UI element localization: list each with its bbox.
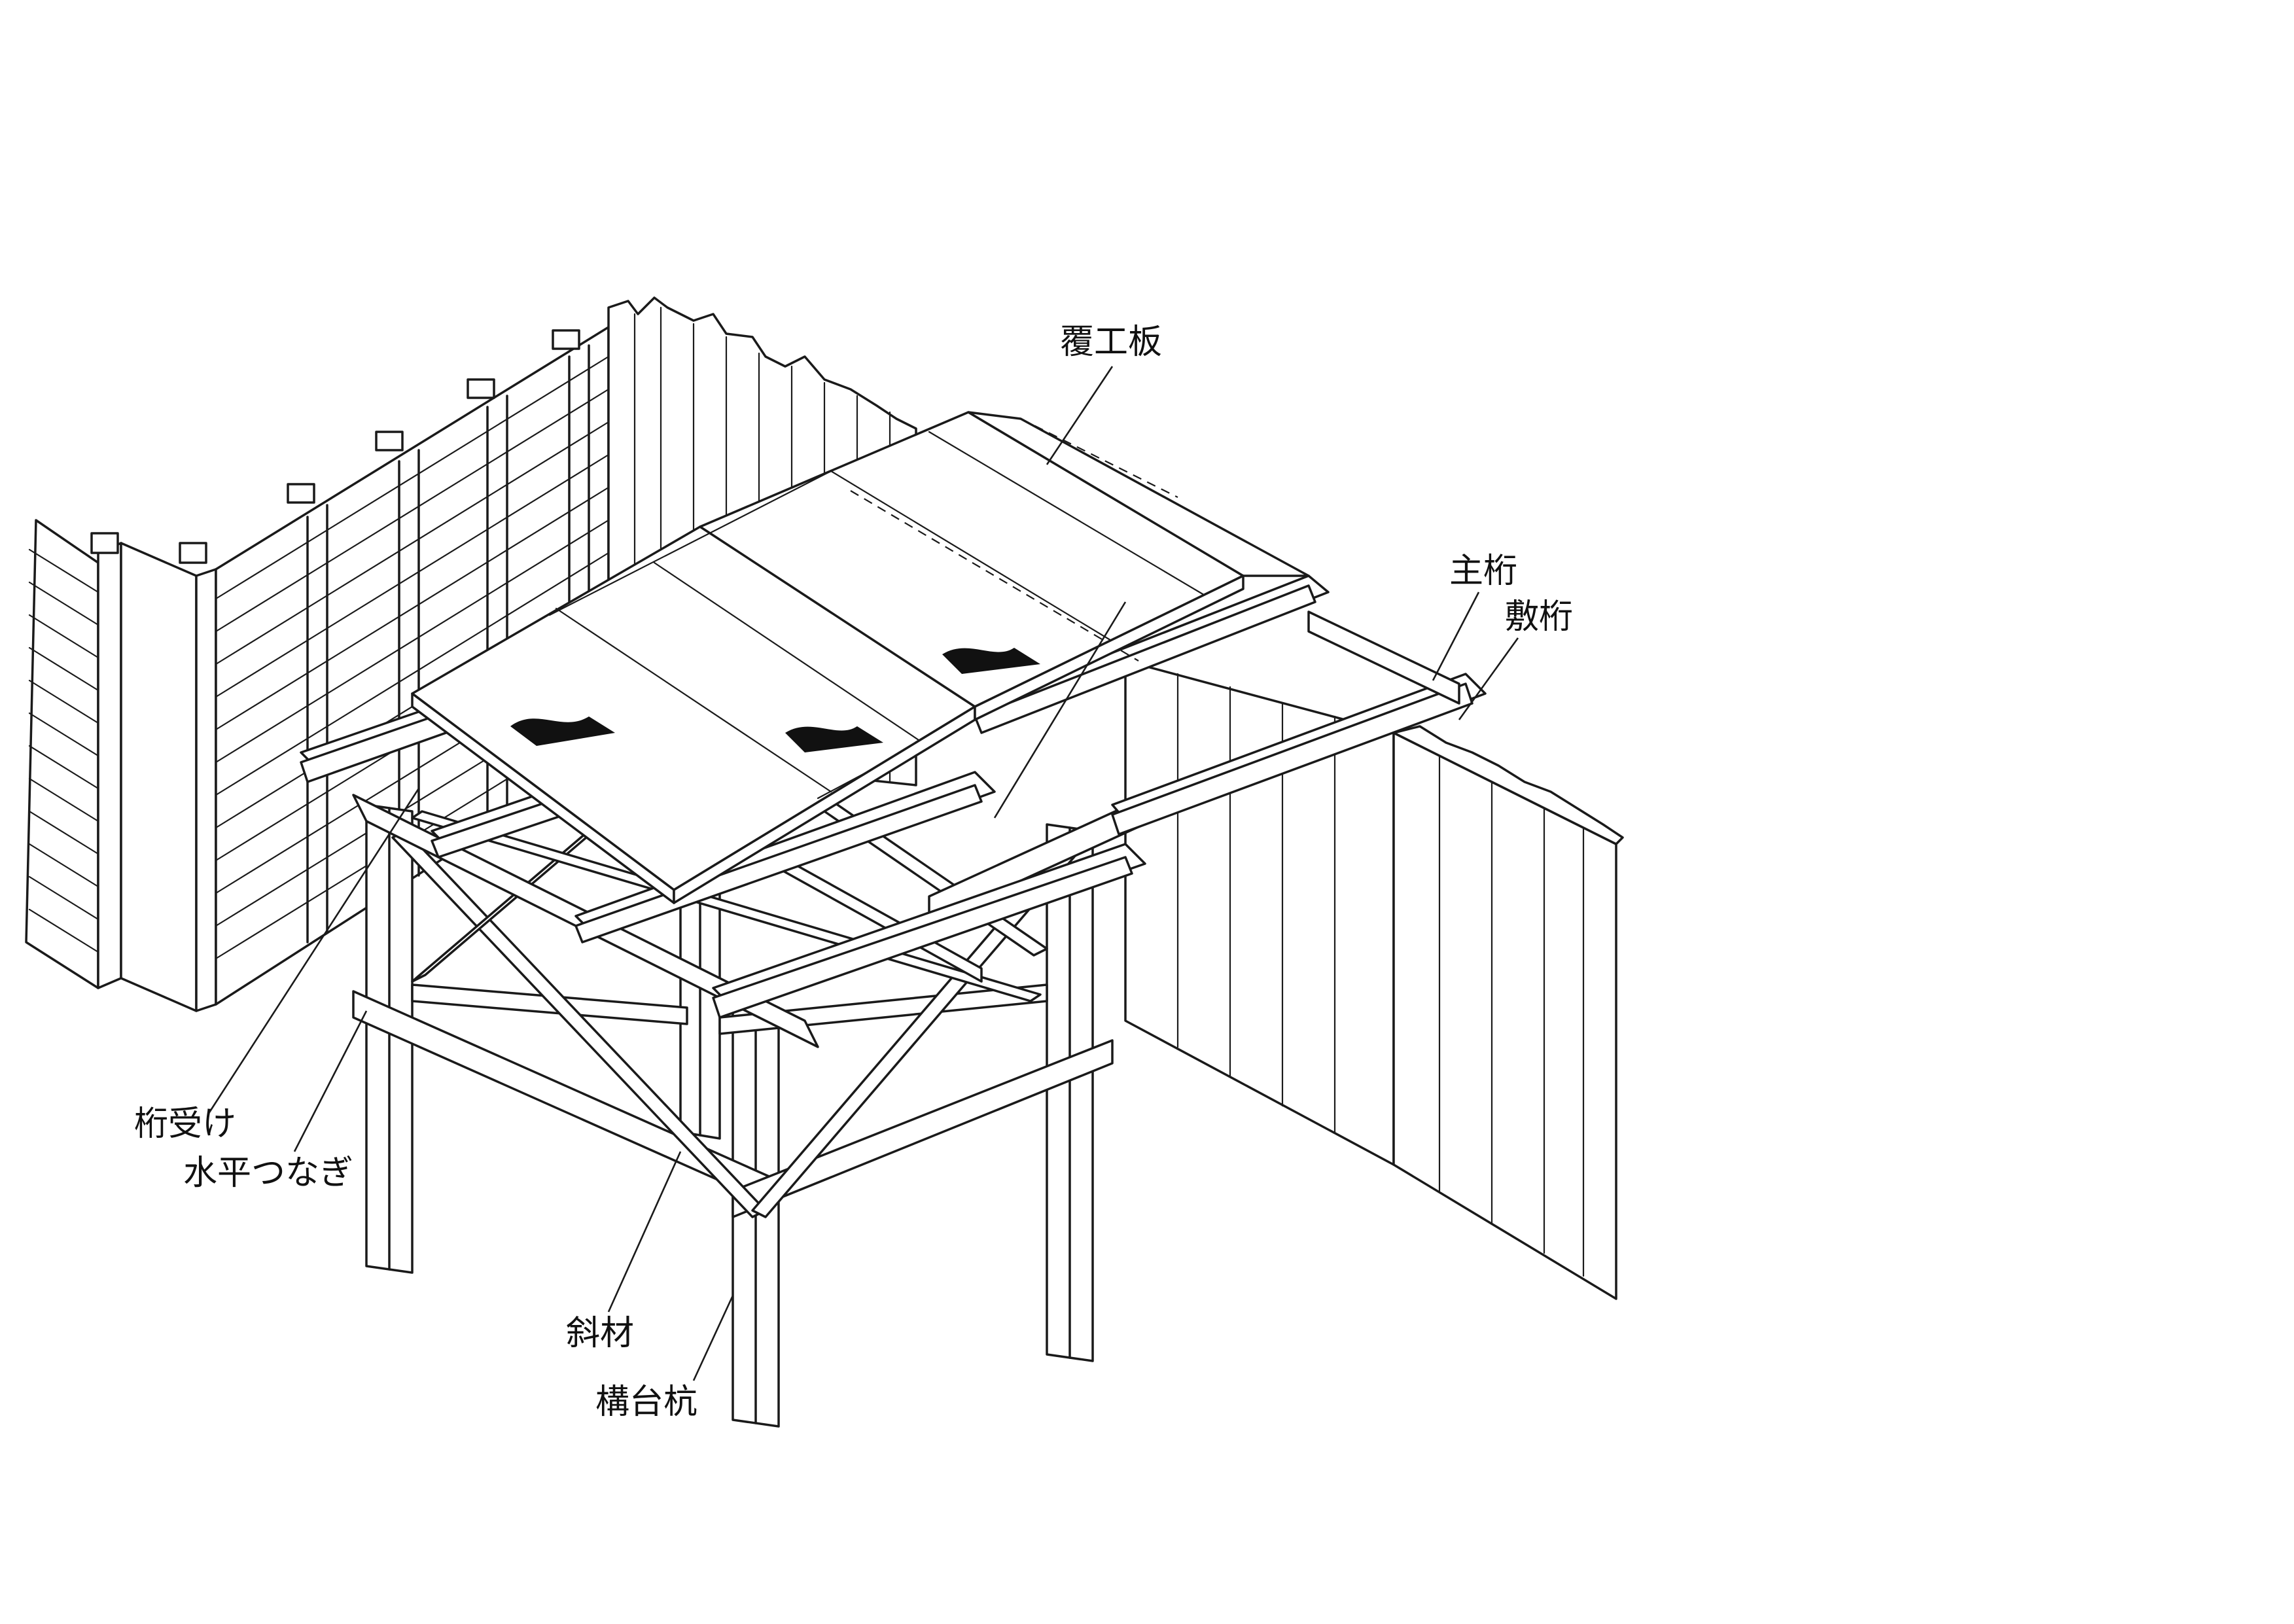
callout-diagonal-member: 斜材 [566, 1151, 682, 1353]
label-girder-support: 桁受け [134, 1104, 236, 1144]
callout-horizontal-tie: 水平つなぎ [183, 1010, 368, 1193]
label-diagonal-member: 斜材 [566, 1314, 634, 1353]
callout-laying-girder: 敷桁 [1458, 597, 1573, 720]
callout-platform-pile: 構台杭 [595, 1295, 734, 1422]
label-platform-pile: 構台杭 [595, 1383, 697, 1422]
retaining-wall-right [1124, 660, 1624, 1300]
label-main-girder: 主桁 [1449, 552, 1517, 591]
label-covering-plate: 覆工板 [1060, 323, 1162, 362]
laying-girder [974, 574, 1460, 734]
callout-covering-plate: 覆工板 [993, 323, 1162, 819]
callout-main-girder: 主桁 [1432, 552, 1517, 681]
callout-girder-support: 桁受け [134, 788, 420, 1144]
label-horizontal-tie: 水平つなぎ [183, 1154, 353, 1193]
label-laying-girder: 敷桁 [1505, 597, 1573, 637]
retaining-wall-left [25, 326, 610, 1012]
